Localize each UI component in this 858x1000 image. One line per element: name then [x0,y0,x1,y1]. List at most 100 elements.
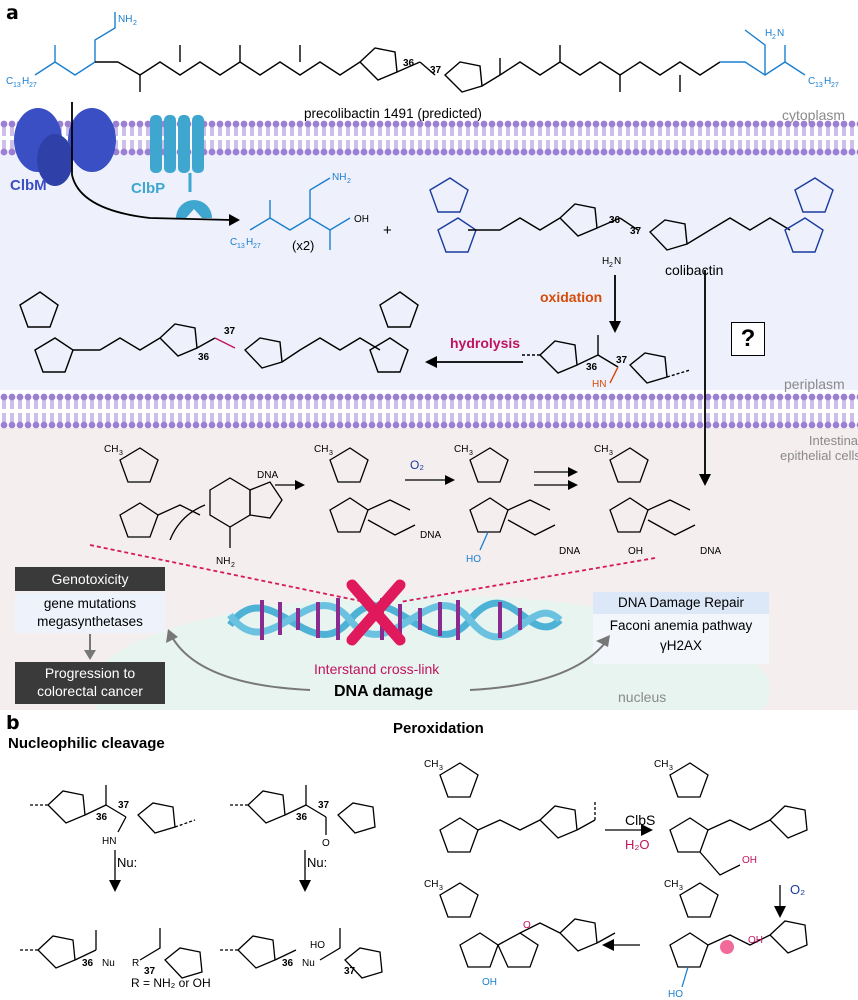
svg-text:2: 2 [609,262,613,269]
svg-text:CH: CH [104,444,118,455]
svg-text:CH: CH [454,444,468,455]
svg-text:36: 36 [586,362,598,373]
svg-text:37: 37 [224,326,236,337]
crosslink-graphics [89,544,656,646]
svg-text:36: 36 [296,812,308,823]
svg-text:13: 13 [237,243,245,250]
r-definition: R = NH₂ or OH [131,976,211,990]
clbs-label: ClbS [625,812,656,828]
precursor-label: precolibactin 1491 (predicted) [304,106,482,121]
svg-text:2: 2 [231,562,235,569]
o2-label-a: O₂ [410,458,424,472]
svg-text:3: 3 [669,765,673,772]
membrane-top [0,120,858,156]
svg-text:HO: HO [466,554,481,565]
svg-text:C: C [230,237,237,248]
clbm-protein [14,108,116,186]
svg-text:3: 3 [679,885,683,892]
svg-text:N: N [777,28,784,39]
nu-label-left: Nu: [117,855,138,870]
svg-text:37: 37 [616,355,628,366]
membrane-bottom [0,393,858,429]
svg-text:CH: CH [424,759,438,770]
svg-text:H: H [22,76,29,87]
crosslink-x-mark [346,579,406,646]
svg-text:Nu: Nu [302,958,315,969]
nu-label-right: Nu: [307,855,328,870]
repair-line1: Faconi anemia pathway [609,618,753,633]
svg-text:Nu: Nu [102,958,115,969]
svg-text:NH: NH [216,556,230,567]
svg-text:N: N [614,256,621,267]
diketone-product-structure: 36 37 [19,291,419,373]
svg-text:27: 27 [253,243,261,250]
svg-text:HO: HO [310,940,325,951]
repair-box: DNA Damage Repair Faconi anemia pathway … [593,592,769,664]
periplasm-label: periplasm [784,376,845,392]
svg-text:2: 2 [772,34,776,41]
svg-text:CH: CH [424,879,438,890]
svg-text:37: 37 [318,800,330,811]
svg-text:2: 2 [347,178,351,185]
svg-text:3: 3 [609,450,613,457]
repair-title: DNA Damage Repair [593,592,769,614]
oxidation-label: oxidation [540,289,603,305]
h2o-label: H₂O [625,837,650,852]
svg-text:13: 13 [13,82,21,89]
question-mark-box: ? [731,322,765,356]
svg-text:37: 37 [144,966,156,977]
svg-text:O: O [523,920,531,931]
plus-sign: + [383,222,392,239]
svg-text:CH: CH [654,759,668,770]
svg-text:H: H [246,237,253,248]
svg-text:DNA: DNA [420,530,441,541]
svg-text:CH: CH [664,879,678,890]
clbp-label: ClbP [131,180,166,197]
svg-text:OH: OH [354,214,369,225]
svg-text:2: 2 [133,20,137,27]
svg-text:HO: HO [668,989,683,1000]
peroxidation-title: Peroxidation [393,720,484,737]
prodrug-count: (x2) [292,238,315,253]
svg-text:13: 13 [815,82,823,89]
svg-text:OH: OH [482,977,497,988]
hydrolysis-label: hydrolysis [450,335,521,351]
svg-text:3: 3 [469,450,473,457]
svg-text:OH: OH [742,855,757,866]
dna-damage-arrows [166,629,610,691]
genotoxicity-line1: gene mutations [43,596,137,611]
repair-line2: γH2AX [659,638,703,653]
svg-text:27: 27 [831,82,839,89]
svg-text:36: 36 [609,215,621,226]
oxidation-arrow [609,275,621,333]
nucleophilic-title: Nucleophilic cleavage [8,735,165,752]
genotoxicity-title: Genotoxicity [15,567,165,591]
svg-text:C: C [808,76,815,87]
svg-text:C: C [6,76,13,87]
svg-text:37: 37 [118,800,130,811]
progression-line2: colorectal cancer [37,683,143,699]
epithelial-label-line1: Intestinal [808,433,858,448]
genotoxicity-arrow [84,634,96,660]
svg-text:36: 36 [282,958,294,969]
genotoxicity-details: gene mutations megasynthetases [15,593,165,633]
svg-text:DNA: DNA [700,546,721,557]
crosslink-label: Interstand cross-link [314,661,440,677]
periplasm-region [0,150,858,390]
svg-text:HN: HN [592,379,606,390]
colibactin-label: colibactin [665,262,724,278]
svg-text:CH: CH [314,444,328,455]
clbm-label: ClbM [10,177,47,194]
svg-text:3: 3 [329,450,333,457]
o2-label-b: O₂ [790,882,806,897]
svg-text:H: H [824,76,831,87]
svg-text:36: 36 [96,812,108,823]
svg-text:3: 3 [439,885,443,892]
